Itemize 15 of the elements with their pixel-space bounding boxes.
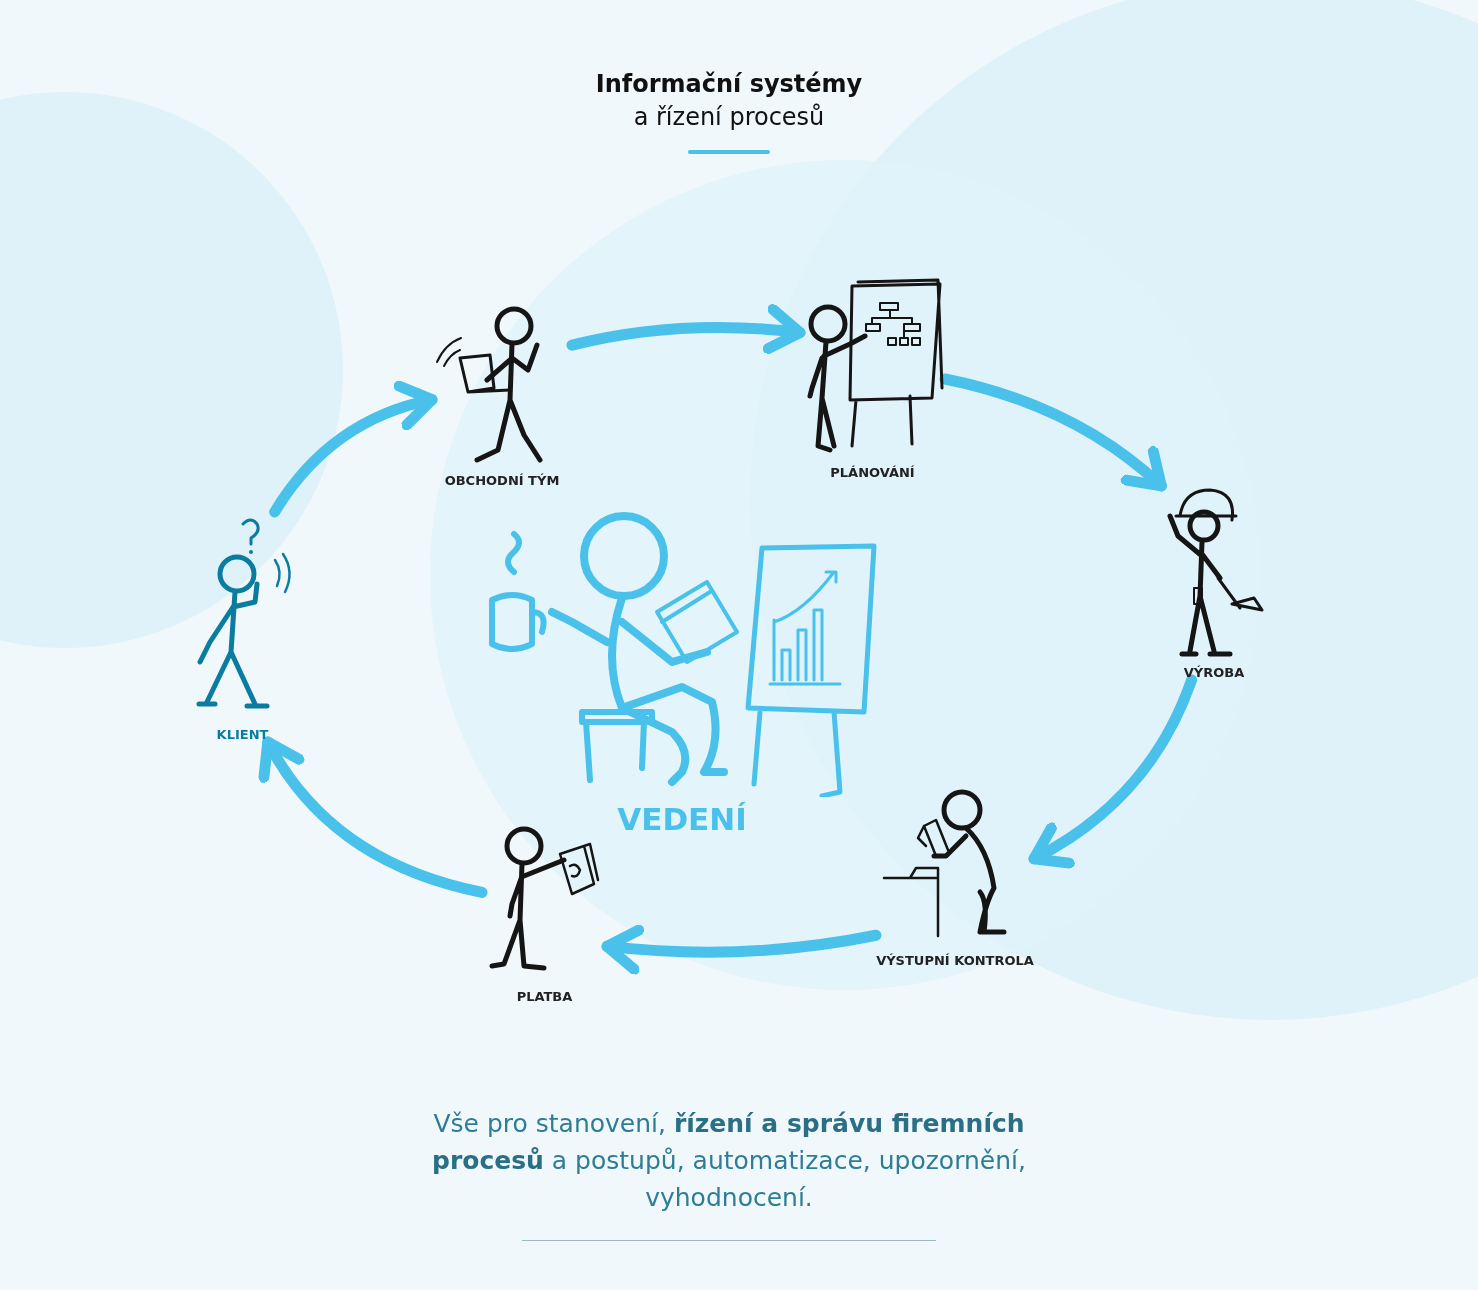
curved-arrow [601, 924, 882, 975]
stage-label: VEDENÍ [617, 801, 747, 837]
stage-label: PLATBA [516, 989, 573, 1004]
stage-label: KLIENT [216, 727, 269, 742]
title: Informační systémy a řízení procesů [594, 69, 864, 133]
stage-label: VÝSTUPNÍ KONTROLA [876, 953, 1034, 968]
stage-label: VÝROBA [1183, 665, 1245, 680]
caption: Vše pro stanovení, řízení a správu firemních procesů a postupů, automatizace, upozornění, vyhodnocení. [431, 1108, 1027, 1214]
stage-label: OBCHODNÍ TÝM [444, 473, 560, 488]
curved-arrow [566, 304, 806, 355]
curved-arrow [259, 736, 488, 898]
curved-arrow [269, 381, 438, 518]
curved-arrow [1028, 674, 1198, 868]
curved-arrow [939, 373, 1167, 492]
stage-label: PLÁNOVÁNÍ [830, 465, 915, 480]
